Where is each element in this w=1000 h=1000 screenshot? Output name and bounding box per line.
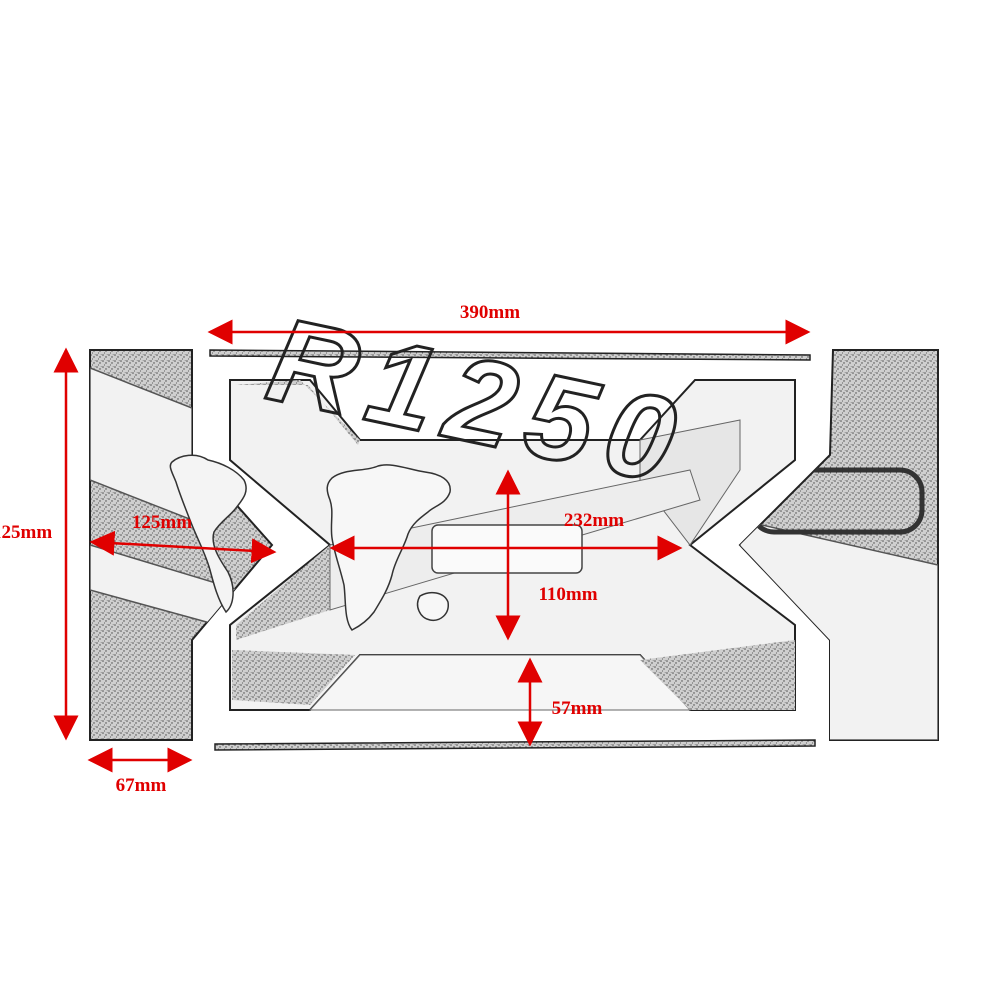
dimension-center-height: 110mm (495, 469, 598, 641)
dimension-total-width: 390mm (207, 302, 811, 345)
dimension-left-segment: 125mm (89, 512, 277, 564)
dim-label-notch-height: 57mm (552, 698, 603, 719)
dim-label-left-segment: 125mm (132, 512, 192, 533)
australia-map-icon (416, 591, 449, 622)
dim-label-side-pad-width: 67mm (116, 775, 167, 796)
dimension-notch-height: 57mm (517, 657, 603, 747)
dimension-side-pad-width: 67mm (87, 747, 193, 796)
dim-label-total-height: 125mm (0, 522, 52, 543)
dim-label-center-height: 110mm (538, 584, 597, 605)
bottom-strip (214, 739, 816, 751)
top-strip (209, 349, 811, 361)
dim-label-total-width: 390mm (460, 302, 520, 323)
dim-label-center-width: 232mm (564, 510, 624, 531)
dimension-total-height: 125mm (0, 347, 79, 741)
